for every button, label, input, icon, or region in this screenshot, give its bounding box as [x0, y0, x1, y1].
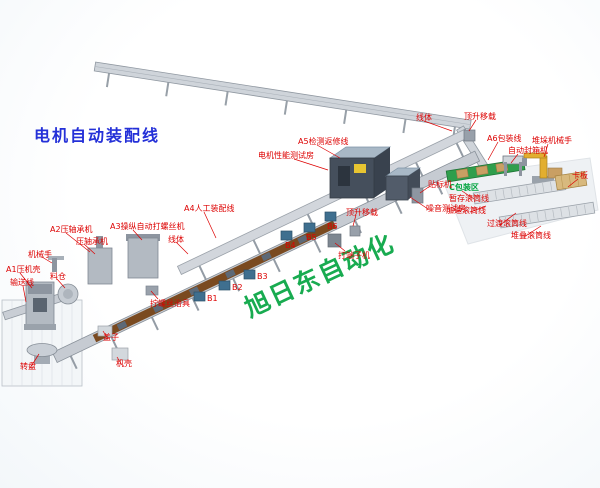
label-a3-machine: A3操纵自动打螺丝机	[110, 222, 185, 231]
label-stack-roller: 堆叠滚筒线	[511, 231, 551, 240]
a2-bearing-press	[87, 236, 113, 285]
shell-box	[111, 347, 129, 361]
label-robot-hand: 机械手	[28, 250, 52, 259]
robot-hand-machine	[48, 256, 64, 272]
label-c-zone: C包装区	[449, 183, 479, 192]
label-lift-top: 顶升移载	[464, 112, 496, 121]
label-line-body-upper: 线体	[416, 113, 432, 122]
label-labeling-machine: 贴标机	[428, 180, 452, 189]
label-press-bearing: 压轴承机	[76, 237, 108, 246]
label-b6: B6	[327, 222, 338, 231]
label-transition-roller: 过渡滚筒线	[487, 219, 527, 228]
label-screw-jig: 拧螺丝治具	[150, 299, 190, 308]
label-a1-machine: A1压机壳	[6, 265, 41, 274]
screw-jig-block	[145, 285, 159, 296]
page-title: 电机自动装配线	[34, 126, 161, 145]
terminal-machine-box	[327, 233, 342, 248]
label-b4: B4	[285, 241, 296, 250]
leader-lines	[19, 119, 579, 369]
label-terminal-machine: 打端子机	[338, 251, 370, 260]
label-b2: B2	[232, 283, 243, 292]
top-lifter	[463, 129, 476, 142]
label-a6-line: A6包装线	[487, 134, 522, 143]
motor-test-room	[328, 146, 392, 199]
label-a5-line: A5检测返修线	[298, 137, 349, 146]
label-b1: B1	[207, 294, 218, 303]
label-shell: 机壳	[116, 359, 132, 368]
label-noise-test-room: 噪音测试房	[426, 204, 466, 213]
label-buffer-roller: 暂存滚筒线	[449, 194, 489, 203]
label-motor-test-room: 电机性能测试房	[258, 151, 314, 160]
label-b5: B5	[306, 233, 317, 242]
mid-lifter	[349, 225, 361, 237]
main-conveyor	[51, 128, 481, 370]
label-a4-line: A4人工装配线	[184, 204, 235, 213]
labeling-machine-box	[411, 187, 424, 204]
label-a2-machine: A2压轴承机	[50, 225, 93, 234]
label-turntable: 转盘	[20, 362, 36, 371]
label-hopper: 料仓	[50, 272, 66, 281]
palletizer-robot	[522, 152, 563, 183]
a3-screw-machine	[126, 234, 160, 279]
noise-test-room	[384, 167, 422, 201]
label-lift-mid: 顶升移载	[346, 208, 378, 217]
a1-press-machine	[24, 281, 56, 330]
turntable-machine	[26, 343, 58, 364]
label-b3: B3	[257, 272, 268, 281]
workpieces	[116, 234, 308, 331]
cover-box	[97, 325, 113, 337]
label-accel-roller: 加速滚筒线	[446, 206, 486, 215]
top-conveyor	[93, 61, 472, 141]
label-line-body-lower: 线体	[168, 235, 184, 244]
hopper-bowl	[57, 283, 79, 305]
belt	[92, 220, 337, 343]
label-palletizer: 堆垛机械手	[532, 136, 572, 145]
label-carton-sealer: 自动封箱机	[508, 146, 548, 155]
label-conveyor-in: 输送线	[10, 278, 34, 287]
b-bins	[193, 211, 337, 302]
roller-line-2	[498, 201, 596, 229]
label-pallet: 卡板	[572, 171, 588, 180]
label-cover: 盖子	[103, 333, 119, 342]
pallet-board	[554, 170, 588, 191]
